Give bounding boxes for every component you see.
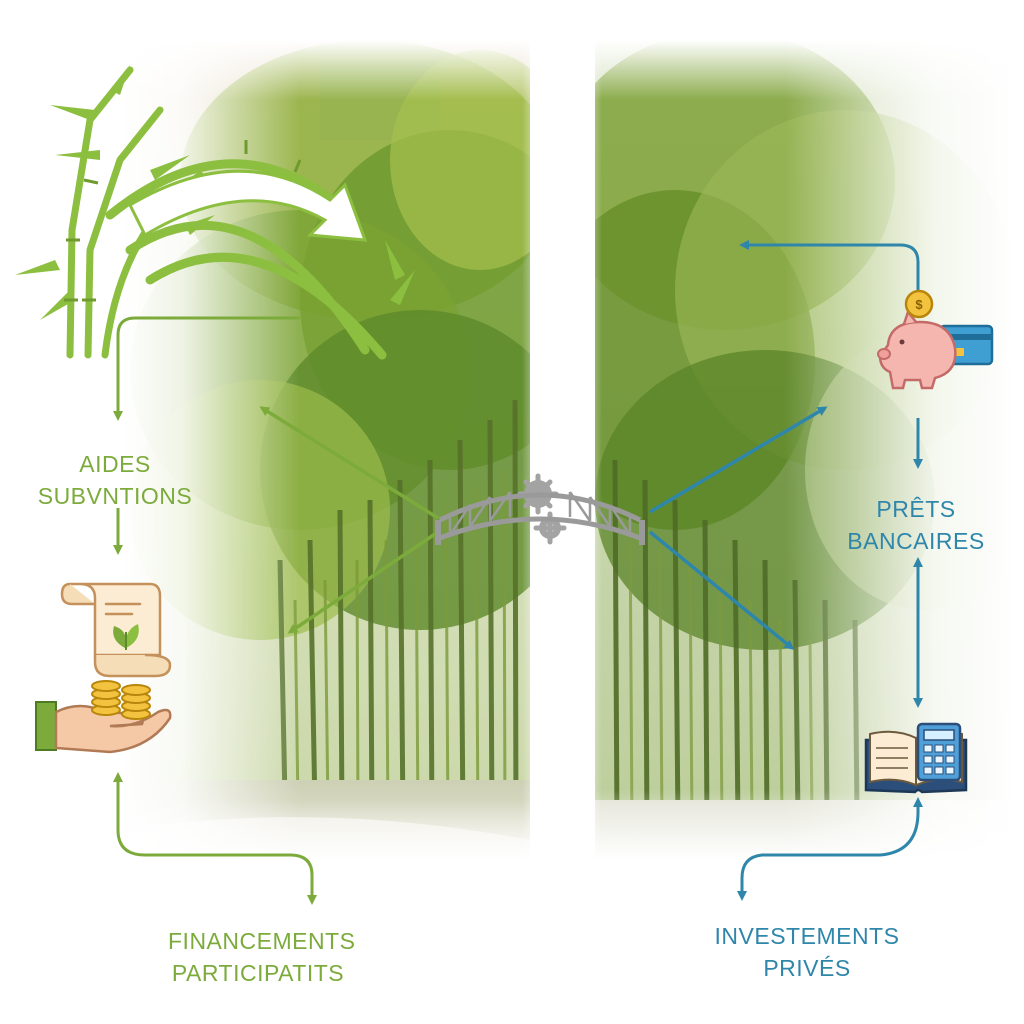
svg-text:$: $ (915, 297, 923, 312)
arrow-bridge-to-lower-left (287, 530, 439, 634)
label-aides-subventions: AIDES SUBVNTIONS (37, 451, 193, 509)
arrow-bridge-to-upper-right (649, 406, 828, 514)
arrow-ledger-to-investements (737, 811, 920, 901)
hand-coins-icon (35, 680, 172, 754)
piggy-bank-icon: $ (877, 289, 994, 390)
label-investements-line2: PRIVÉS (763, 955, 851, 981)
bridge-gears-icon (435, 473, 645, 545)
arrow-bridge-to-lower-right (648, 530, 795, 650)
label-prets-bancaires: PRÊTS BANCAIRES (847, 496, 985, 554)
center-divider (522, 30, 602, 870)
arrow-piggy-to-forest (739, 240, 920, 290)
label-investements-prives: INVESTEMENTS PRIVÉS (712, 920, 902, 984)
arrow-bridge-to-upper-left (259, 406, 439, 520)
arrow-to-financements (116, 829, 317, 905)
bamboo-arch-icon (15, 65, 415, 360)
arrow-arch-to-aides (113, 316, 300, 421)
label-investements-line1: INVESTEMENTS (714, 923, 900, 949)
label-financements-line1: FINANCEMENTS (168, 928, 356, 954)
label-financements-line2: PARTICIPATITS (171, 960, 345, 986)
label-financements-participatifs: FINANCEMENTS PARTICIPATITS (168, 925, 356, 989)
grant-scroll-icon (60, 582, 172, 678)
ledger-calculator-icon (864, 722, 968, 794)
